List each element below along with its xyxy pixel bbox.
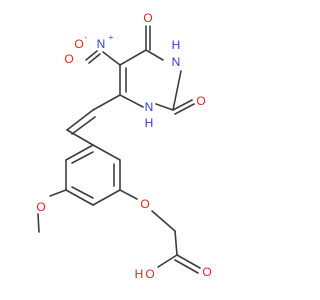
ring-nh-right: H N: [172, 38, 181, 69]
nitro-o-single-label: O: [74, 37, 83, 51]
benzene-ring: [65, 144, 121, 206]
bond-nitro-o-double-b: [88, 53, 101, 64]
ring-o-right-label: O: [196, 94, 205, 108]
methoxy-o-label: O: [36, 200, 45, 214]
bond-n3-c2: [172, 70, 182, 111]
bond-ar-ether-o: [119, 189, 138, 200]
bond-vinyl-double: [66, 109, 94, 131]
ether-o-label: O: [140, 197, 149, 211]
acid-oh-o: O: [145, 267, 154, 281]
bond-c6-vinyl: [92, 94, 121, 111]
bond-nitro-o-double-a: [85, 50, 98, 61]
bond-c-oh: [157, 254, 178, 268]
bond-ar-methoxy-o: [49, 189, 67, 197]
bond-c2-o-b: [174, 103, 195, 115]
bond-ar-inner-2: [71, 186, 94, 199]
bond-ar6-ar1: [92, 144, 121, 161]
ring-nh-bottom-n: N: [145, 100, 154, 114]
bond-ar3-ar4: [65, 189, 94, 206]
nitro-n-label: N: [97, 37, 106, 51]
acid-oh-h: H: [135, 267, 144, 281]
bond-ar4-ar5: [92, 189, 121, 206]
pyrimidine-ring: [119, 49, 182, 111]
bond-ar1-ar2: [65, 144, 94, 161]
ring-nh-right-n: N: [172, 55, 181, 69]
bond-c2-n1: [155, 103, 174, 111]
bond-c-o-double-b: [174, 259, 199, 274]
bond-ch2-c: [174, 230, 178, 256]
bond-ar-inner-1: [71, 151, 94, 164]
bond-c4-n3: [145, 49, 164, 61]
bond-methoxy-ch3: [37, 213, 40, 233]
bond-c5-nitro: [102, 51, 121, 66]
ring-nh-bottom-h: H: [145, 116, 154, 130]
nitro-o-charge: -: [85, 33, 88, 42]
bond-c5-c4: [119, 49, 147, 66]
nitro-group: N + O O -: [64, 33, 113, 66]
ring-nh-right-h: H: [172, 38, 181, 52]
bond-vinyl-aryl: [66, 129, 94, 146]
molecule-structure-diagram: N + O O - O H N O N H O O O H O: [36, 11, 211, 281]
acid-oh-group: H O: [135, 267, 155, 281]
ring-nh-bottom: N H: [145, 100, 154, 130]
bond-vinyl-double-inner: [71, 116, 96, 135]
bond-ether-ch2: [151, 210, 176, 232]
ring-o-top-label: O: [143, 11, 152, 25]
bond-c2-o-a: [172, 99, 193, 111]
acid-o-double-label: O: [202, 265, 211, 279]
nitro-n-charge: +: [109, 33, 114, 42]
bond-n1-c6: [119, 94, 144, 108]
bond-c-o-double-a: [176, 254, 201, 269]
nitro-o-double-label: O: [64, 52, 73, 66]
